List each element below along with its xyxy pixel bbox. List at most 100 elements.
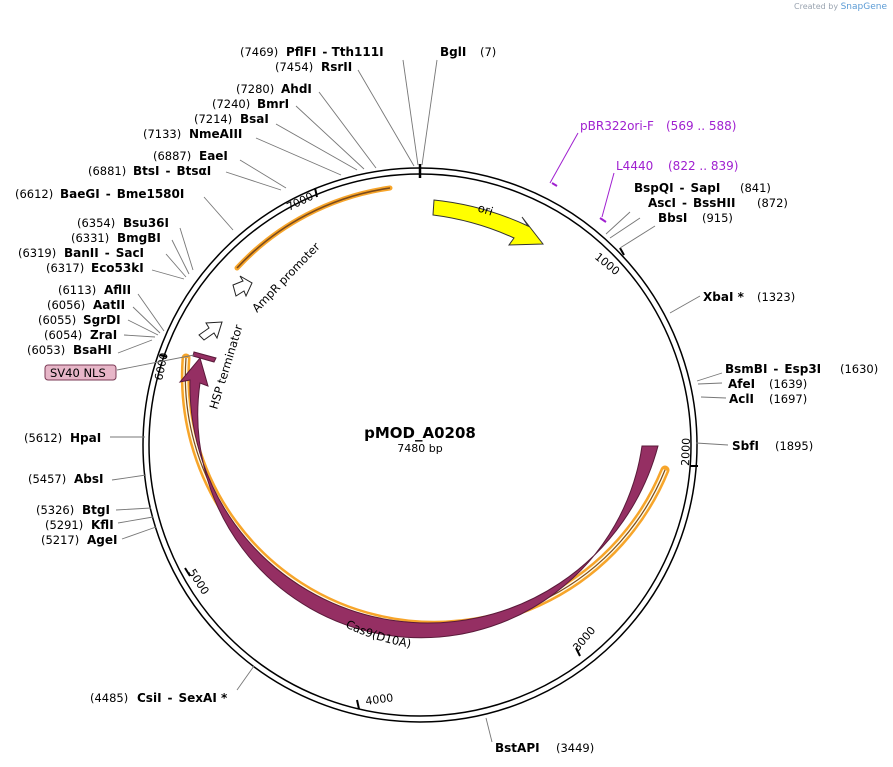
svg-text:BsaHI: BsaHI: [73, 343, 112, 357]
site-banii-saci: (6319) BanII-SacI: [18, 246, 144, 260]
site-acli: AclI (1697): [729, 392, 807, 406]
svg-text:Bsu36I: Bsu36I: [123, 216, 169, 230]
svg-text:PflFI-Tth111I: PflFI-Tth111I: [286, 45, 384, 59]
svg-text:AgeI: AgeI: [87, 533, 117, 547]
svg-text:ZraI: ZraI: [90, 328, 117, 342]
svg-text:BanII-SacI: BanII-SacI: [64, 246, 144, 260]
svg-text:SbfI: SbfI: [732, 439, 759, 453]
site-bmri: (7240) BmrI: [212, 97, 289, 111]
site-aflii: (6113) AflII: [58, 283, 131, 297]
primer-l4440: L4440 (822 .. 839): [599, 159, 738, 223]
site-bbsi: BbsI (915): [658, 211, 733, 225]
svg-text:(6113): (6113): [58, 283, 96, 297]
site-aatii: (6056) AatII: [47, 298, 125, 312]
svg-text:(915): (915): [702, 211, 733, 225]
primer-range: (569 .. 588): [666, 119, 736, 133]
svg-text:(6055): (6055): [38, 313, 76, 327]
svg-text:(6317): (6317): [46, 261, 84, 275]
svg-text:(6612): (6612): [15, 187, 53, 201]
site-eco53ki: (6317) Eco53kI: [46, 261, 144, 275]
svg-text:(5291): (5291): [45, 518, 83, 532]
tick-label-5000: 5000: [185, 567, 211, 598]
svg-text:(5326): (5326): [36, 503, 74, 517]
svg-text:BbsI: BbsI: [658, 211, 687, 225]
svg-text:(6056): (6056): [47, 298, 85, 312]
site-bstapi: BstAPI (3449): [495, 741, 594, 755]
site-btsi-btsai: (6881) BtsI-BtsαI: [88, 164, 211, 178]
site-bspqi-sapi: BspQI-SapI (841): [634, 181, 771, 195]
svg-text:BstAPI: BstAPI: [495, 741, 540, 755]
svg-text:BmgBI: BmgBI: [117, 231, 161, 245]
site-absi: (5457) AbsI: [28, 472, 103, 486]
site-bmgbi: (6331) BmgBI: [71, 231, 161, 245]
svg-text:(1697): (1697): [769, 392, 807, 406]
tick-label-2000: 2000: [679, 438, 693, 466]
svg-text:(872): (872): [757, 196, 788, 210]
primer-name: L4440: [616, 159, 653, 173]
svg-text:(5612): (5612): [24, 431, 62, 445]
svg-text:(6054): (6054): [44, 328, 82, 342]
svg-text:CsiI-SexAI *: CsiI-SexAI *: [137, 691, 228, 705]
credit-prefix: Created by: [794, 2, 839, 11]
site-nmeaiii: (7133) NmeAIII: [143, 127, 242, 141]
tick-label-3000: 3000: [570, 624, 598, 654]
svg-text:(7454): (7454): [275, 60, 313, 74]
svg-text:EaeI: EaeI: [199, 149, 228, 163]
svg-text:(7469): (7469): [240, 45, 278, 59]
svg-text:(6331): (6331): [71, 231, 109, 245]
ori-label: ori: [476, 201, 495, 219]
site-bsu36i: (6354) Bsu36I: [77, 216, 169, 230]
ampr-promoter-feature: [232, 275, 253, 298]
site-eaei: (6887) EaeI: [153, 149, 228, 163]
site-ahdi: (7280) AhdI: [236, 82, 312, 96]
site-sbfi: SbfI (1895): [732, 439, 813, 453]
snapgene-logo: SnapGene: [840, 2, 887, 12]
svg-text:(6053): (6053): [27, 343, 65, 357]
svg-text:BsaI: BsaI: [240, 112, 269, 126]
svg-text:SV40 NLS: SV40 NLS: [50, 366, 106, 380]
svg-text:(5457): (5457): [28, 472, 66, 486]
site-hpai: (5612) HpaI: [24, 431, 101, 445]
svg-text:NmeAIII: NmeAIII: [189, 127, 242, 141]
primer-range: (822 .. 839): [668, 159, 738, 173]
cas9-arc-line: [184, 357, 666, 626]
tick-label-6000: 6000: [152, 352, 171, 382]
ampr-arc-line: [236, 187, 391, 269]
svg-text:RsrII: RsrII: [321, 60, 352, 74]
site-baegi-bme1580i: (6612) BaeGI-Bme1580I: [15, 187, 184, 201]
site-csii-sexai: (4485) CsiI-SexAI *: [90, 691, 228, 705]
site-bsahi: (6053) BsaHI: [27, 343, 112, 357]
site-afei: AfeI (1639): [728, 377, 807, 391]
svg-text:(4485): (4485): [90, 691, 128, 705]
svg-text:AfeI: AfeI: [728, 377, 755, 391]
svg-text:(1630): (1630): [840, 362, 878, 376]
site-btgi: (5326) BtgI: [36, 503, 110, 517]
svg-text:AatII: AatII: [93, 298, 125, 312]
svg-text:SgrDI: SgrDI: [83, 313, 121, 327]
svg-text:(6354): (6354): [77, 216, 115, 230]
cas9-orange-arc: [180, 353, 670, 630]
svg-text:BspQI-SapI: BspQI-SapI: [634, 181, 720, 195]
svg-text:BtsI-BtsαI: BtsI-BtsαI: [133, 164, 211, 178]
tick-label-4000: 4000: [365, 691, 395, 708]
svg-text:Eco53kI: Eco53kI: [91, 261, 144, 275]
svg-text:BtgI: BtgI: [82, 503, 110, 517]
svg-text:BsmBI-Esp3I: BsmBI-Esp3I: [725, 362, 821, 376]
svg-text:(1639): (1639): [769, 377, 807, 391]
svg-text:(1323): (1323): [757, 290, 795, 304]
primer-pbr322ori-f: pBR322ori-F (569 .. 588): [549, 119, 736, 187]
svg-text:(5217): (5217): [41, 533, 79, 547]
site-agei: (5217) AgeI: [41, 533, 117, 547]
primer-name: pBR322ori-F: [580, 119, 654, 133]
site-pflfi-tth111i: (7469) PflFI-Tth111I: [240, 45, 384, 59]
hsp-terminator-label: HSP terminator: [206, 323, 245, 411]
plasmid-length: 7480 bp: [397, 442, 442, 455]
site-zrai: (6054) ZraI: [44, 328, 117, 342]
tick-label-1000: 1000: [592, 250, 622, 278]
svg-text:(7240): (7240): [212, 97, 250, 111]
svg-text:BglI: BglI: [440, 45, 466, 59]
sv40-nls-feature: [192, 351, 217, 363]
svg-text:(3449): (3449): [556, 741, 594, 755]
snapgene-credit: Created by SnapGene: [794, 2, 887, 12]
site-xbai: XbaI * (1323): [703, 290, 795, 304]
